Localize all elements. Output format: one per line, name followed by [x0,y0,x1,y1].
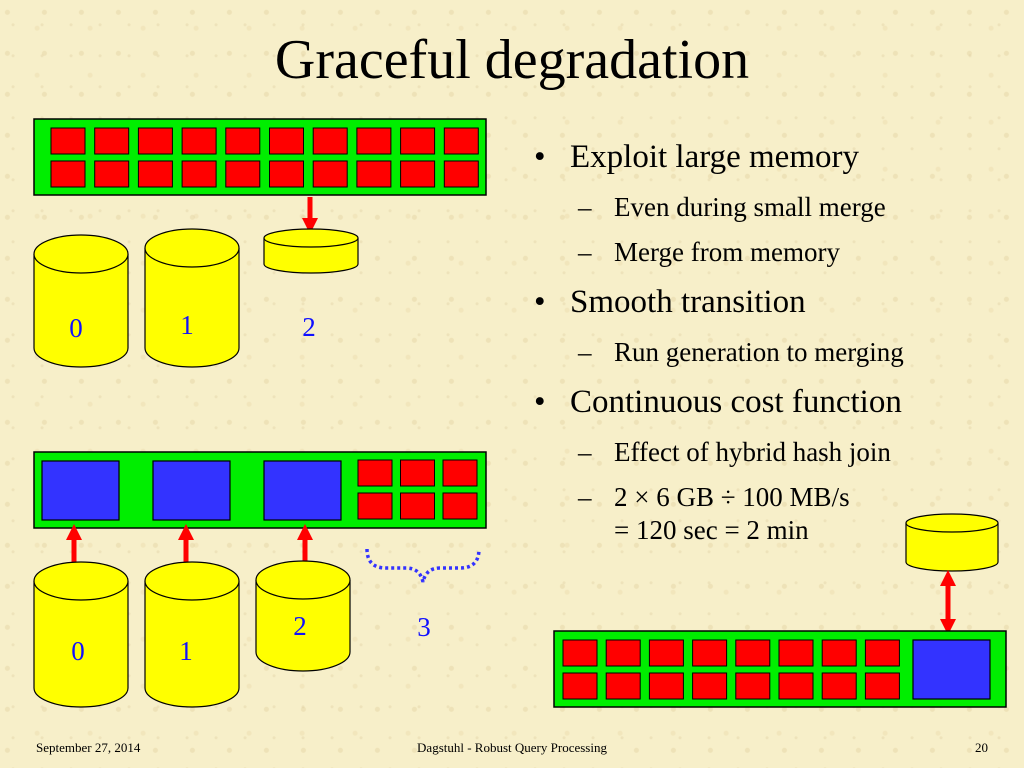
memory-block [821,672,857,700]
top-disk-0-label: 0 [69,313,83,343]
memory-block [50,160,86,188]
memory-block [137,160,173,188]
bullet-list: Exploit large memory Even during small m… [530,138,1010,546]
memory-block [778,639,814,667]
memory-block [735,672,771,700]
memory-block [562,672,598,700]
memory-block [225,160,261,188]
sub-bullet: Merge from memory [530,236,1010,269]
footer-title: Dagstuhl - Robust Query Processing [417,740,607,755]
memory-block [94,160,130,188]
middle-disk-1: 1 [144,561,240,708]
brace [365,548,481,583]
memory-block [442,459,478,487]
top-disk-2-label: 2 [302,312,316,342]
top-disk-2-small [263,228,359,274]
right-buffer-block [912,639,991,700]
memory-block [778,672,814,700]
footer-page-number: 20 [975,740,988,755]
sub-bullet-cost-calc: 2 × 6 GB ÷ 100 MB/s = 120 sec = 2 min [530,481,1010,546]
memory-block [562,639,598,667]
memory-block [357,492,393,520]
brace-label: 3 [417,612,431,642]
top-disk-1-label: 1 [180,310,194,340]
buffer-block-1 [152,460,231,521]
memory-block [821,639,857,667]
sub-bullet: Run generation to merging [530,336,1010,369]
sub-bullet: Even during small merge [530,191,1010,224]
memory-block [605,672,641,700]
middle-disk-2: 2 [255,560,351,672]
middle-disk-2-label: 2 [293,611,307,641]
memory-block [269,160,304,188]
memory-block [864,639,900,667]
bullet-exploit-memory: Exploit large memory [530,138,1010,178]
middle-memory-blocks [357,459,478,520]
memory-block [137,127,173,155]
bullet-cost-function: Continuous cost function [530,383,1010,423]
memory-block [443,127,479,155]
memory-block [605,639,641,667]
memory-block [442,492,478,520]
cost-calc-line-1: 2 × 6 GB ÷ 100 MB/s [614,482,850,513]
slide-title: Graceful degradation [274,29,750,91]
memory-block [400,459,435,487]
memory-block [181,160,217,188]
middle-disk-0-label: 0 [71,636,85,666]
memory-block [692,639,728,667]
middle-disk-0: 0 [33,561,129,708]
memory-block [312,127,348,155]
memory-block [225,127,261,155]
memory-block [357,459,393,487]
memory-block [648,672,684,700]
memory-block [181,127,217,155]
sub-bullet: Effect of hybrid hash join [530,436,1010,469]
memory-block [443,160,479,188]
memory-block [312,160,348,188]
memory-block [356,127,392,155]
memory-block [50,127,86,155]
memory-block [94,127,130,155]
memory-block [269,127,304,155]
cost-calc-line-2: = 120 sec = 2 min [614,514,809,545]
memory-block [692,672,728,700]
middle-memory-panel [33,451,487,529]
memory-block [864,672,900,700]
top-memory-panel [33,118,487,196]
buffer-block-0 [41,460,120,521]
top-disk-0: 0 [33,234,129,368]
memory-block [735,639,771,667]
top-memory-blocks [50,127,479,188]
memory-block [400,160,436,188]
top-disk-1: 1 [144,228,240,368]
footer-date: September 27, 2014 [36,740,141,755]
right-memory-blocks [562,639,900,700]
memory-block [400,492,435,520]
memory-block [356,160,392,188]
bullet-smooth-transition: Smooth transition [530,283,1010,323]
memory-block [648,639,684,667]
memory-block [400,127,436,155]
buffer-block-2 [263,460,342,521]
middle-disk-1-label: 1 [179,636,193,666]
right-memory-panel [553,630,1007,708]
